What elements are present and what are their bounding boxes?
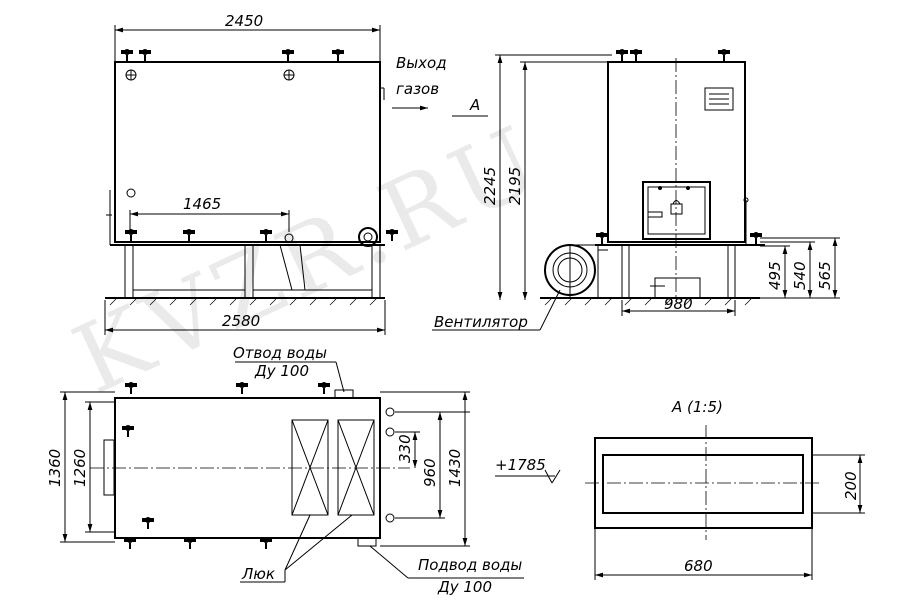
front-view: 2450 Выход газов А 1465 [104, 12, 488, 335]
dim-1260: 1260 [71, 449, 89, 487]
valve-icon [138, 48, 152, 62]
valve-icon [121, 424, 135, 438]
water-outlet-size: Ду 100 [254, 362, 309, 380]
dim-540: 540 [791, 261, 809, 290]
boiler-body-side [607, 61, 746, 243]
valve-icon [123, 536, 137, 550]
dim-960: 960 [421, 458, 439, 487]
fan-label: Вентилятор [434, 313, 528, 331]
valve-icon [124, 228, 138, 242]
valve-icon [120, 48, 134, 62]
hatch-2 [337, 419, 375, 516]
water-outlet-pipe [334, 389, 354, 399]
hatch-label: Люк [241, 565, 275, 583]
section-marker-a: А [469, 96, 480, 114]
dim-2450: 2450 [225, 12, 263, 30]
water-inlet-label: Подвод воды [418, 556, 522, 574]
dim-330: 330 [396, 434, 414, 463]
water-inlet-pipe [357, 537, 377, 547]
detail-a-title: А (1:5) [671, 398, 723, 416]
valve-icon [235, 381, 249, 395]
valve-icon [331, 48, 345, 62]
valve-icon [317, 381, 331, 395]
gas-outlet-label-2: газов [396, 80, 439, 98]
dim-2195: 2195 [506, 167, 524, 205]
valve-icon [182, 228, 196, 242]
detail-a-level: +1785 [495, 456, 546, 474]
detail-a-dim-680: 680 [684, 557, 713, 575]
dim-565: 565 [816, 261, 834, 290]
valve-icon [615, 48, 629, 62]
nameplate [704, 87, 734, 111]
valve-icon [141, 516, 155, 530]
valve-icon [281, 48, 295, 62]
valve-icon [595, 231, 609, 245]
boiler-body-front [114, 61, 381, 243]
dim-2245: 2245 [481, 167, 499, 205]
furnace-door [642, 181, 711, 240]
dim-495: 495 [766, 261, 784, 290]
water-outlet-label: Отвод воды [233, 344, 327, 362]
plan-view: Отвод воды Ду 100 1360 1260 [46, 344, 524, 596]
detail-a-inner [602, 454, 804, 514]
detail-a-dim-200: 200 [842, 471, 860, 500]
valve-icon [717, 48, 731, 62]
valve-icon [629, 48, 643, 62]
door-lock-icon [670, 203, 683, 215]
dim-2580: 2580 [222, 312, 260, 330]
dim-1430: 1430 [446, 449, 464, 487]
dim-1360: 1360 [46, 449, 64, 487]
water-inlet-size: Ду 100 [437, 578, 492, 596]
dim-1465: 1465 [183, 195, 221, 213]
detail-a: А (1:5) +1785 200 680 [495, 398, 865, 580]
valve-icon [259, 536, 273, 550]
side-view: 2245 2195 [432, 48, 840, 331]
dim-980: 980 [664, 295, 693, 313]
gas-outlet-label-1: Выход [396, 54, 447, 72]
valve-icon [183, 536, 197, 550]
